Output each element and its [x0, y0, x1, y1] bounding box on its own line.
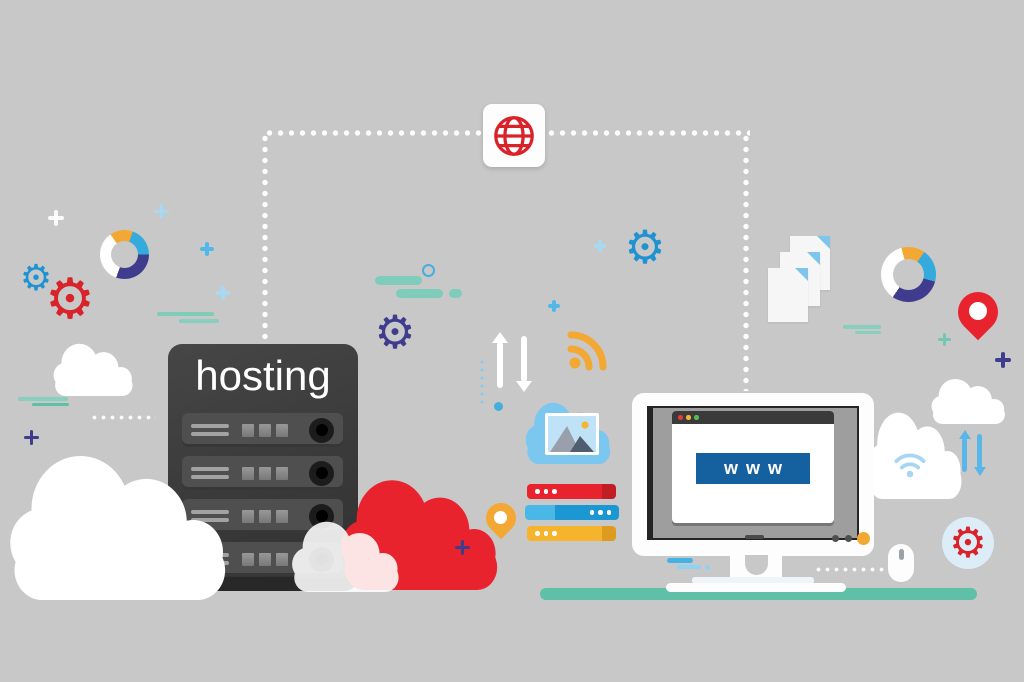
- rack-unit: [182, 413, 343, 447]
- dash-decoration: [449, 289, 462, 298]
- upload-arrow-icon-blue: [958, 430, 971, 472]
- wifi-icon: [894, 453, 926, 478]
- dash-decoration: [667, 558, 693, 563]
- plus-decoration: [594, 240, 606, 252]
- dot-decoration: [494, 402, 503, 411]
- browser-window: www: [672, 411, 834, 523]
- plus-decoration: [995, 352, 1011, 368]
- monitor-power-dot: [857, 532, 870, 545]
- dotted-line-top-right: [546, 128, 750, 138]
- micro-dotted-line: [479, 358, 485, 406]
- server-label: hosting: [195, 352, 331, 399]
- server-bar-yellow: [527, 526, 616, 541]
- rack-unit: [182, 456, 343, 490]
- plus-decoration: [154, 204, 169, 219]
- monitor-led-dot: [845, 535, 852, 542]
- dash-decoration: [157, 312, 214, 316]
- dash-decoration: [32, 403, 69, 406]
- plus-decoration: [216, 286, 230, 300]
- server-bar-blue: [525, 505, 619, 520]
- dash-decoration: [375, 276, 422, 285]
- upload-arrow-icon: [492, 332, 508, 388]
- gear-icon-blue: ⚙: [19, 258, 53, 299]
- dash-decoration: [396, 289, 443, 298]
- cloud-wifi: [867, 412, 962, 499]
- dotted-row-decoration: [90, 414, 156, 421]
- dotted-line-vertical-right: [741, 133, 751, 391]
- plus-decoration: [200, 242, 214, 256]
- monitor-stand-notch: [745, 555, 768, 575]
- computer-mouse-icon: [888, 544, 914, 582]
- paper-fold-icon: [795, 268, 808, 281]
- dash-decoration: [843, 325, 881, 329]
- plus-decoration: [548, 300, 560, 312]
- plus-decoration: [455, 540, 470, 555]
- paper-fold-icon: [807, 252, 820, 265]
- plus-decoration: [24, 430, 39, 445]
- address-text: www: [723, 458, 790, 478]
- donut-chart-left: [100, 230, 149, 279]
- plus-decoration: [48, 210, 64, 226]
- gear-icon-red-bubble: ⚙: [949, 518, 987, 567]
- monitor-led-dot: [832, 535, 839, 542]
- browser-minimize-dot: [686, 415, 691, 420]
- photo-icon: [545, 413, 599, 455]
- location-pin-orange-dot: [494, 511, 507, 524]
- mouse-wheel: [898, 549, 904, 560]
- monitor: www: [632, 393, 874, 556]
- rss-signal-icon: [567, 331, 607, 371]
- dotted-line-vertical-left: [260, 133, 270, 345]
- dash-decoration: [855, 331, 881, 334]
- download-arrow-icon-blue: [973, 434, 986, 476]
- gear-icon-red: ⚙: [44, 267, 96, 332]
- address-banner: www: [696, 453, 810, 484]
- monitor-stand-base: [666, 583, 846, 592]
- dot-decoration: [705, 565, 710, 570]
- monitor-speaker-dash: [745, 535, 764, 539]
- browser-close-dot: [678, 415, 683, 420]
- dash-decoration: [677, 565, 701, 569]
- browser-header: [672, 411, 834, 424]
- internet-globe-badge: [483, 104, 545, 167]
- paper-fold-icon: [817, 236, 830, 249]
- dotted-line-top-left: [264, 128, 483, 138]
- dotted-row-decoration: [814, 566, 884, 573]
- globe-icon: [494, 115, 534, 156]
- gear-icon-blue-top: ⚙: [624, 220, 666, 274]
- dash-decoration: [18, 397, 68, 401]
- gear-bubble: ⚙: [942, 517, 994, 569]
- circle-outline-decoration: [422, 264, 435, 277]
- desk-surface: [540, 588, 977, 600]
- cloud-small-left: [53, 343, 133, 396]
- cloud-big-left: [10, 456, 226, 600]
- cloud-small-right: [931, 379, 1005, 424]
- download-arrow-icon: [516, 336, 532, 392]
- document-sheet: [768, 268, 808, 322]
- server-bar-red: [527, 484, 616, 499]
- monitor-stand-base-top: [692, 577, 814, 584]
- plus-decoration: [938, 333, 951, 346]
- gear-icon-purple: ⚙: [374, 305, 416, 359]
- location-pin-red-dot: [969, 302, 987, 320]
- browser-maximize-dot: [694, 415, 699, 420]
- donut-chart-right: [881, 247, 936, 302]
- dash-decoration: [179, 319, 219, 323]
- cloud-pink-front: [292, 521, 399, 592]
